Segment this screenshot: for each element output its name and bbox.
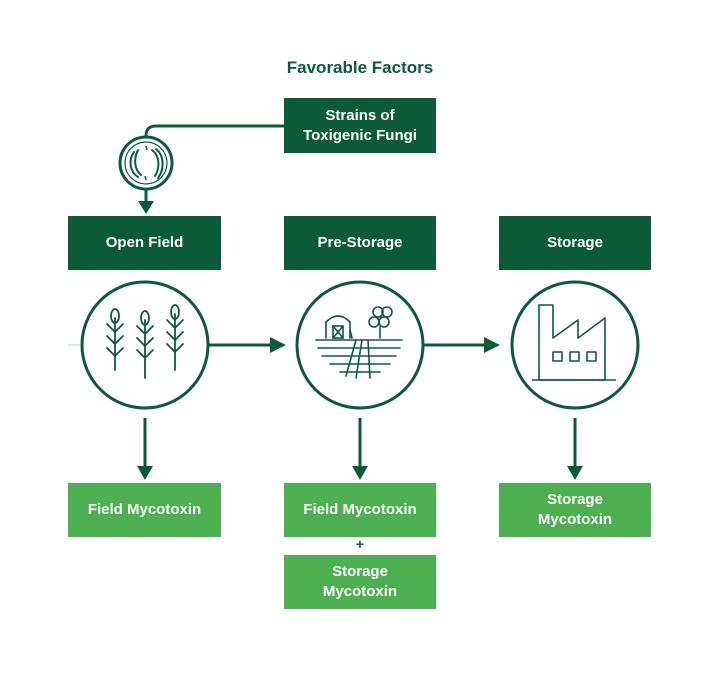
plus-sign: + [355, 536, 365, 552]
source-connector [144, 124, 284, 140]
outcome-open-field: Field Mycotoxin [68, 483, 221, 537]
outcome-pre-storage-field: Field Mycotoxin [284, 483, 436, 537]
source-box: Strains of Toxigenic Fungi [284, 98, 436, 153]
outcome-pre-storage-storage-line1: Storage [332, 563, 388, 580]
stage-open-field: Open Field [68, 216, 221, 270]
wheat-icon [68, 280, 210, 410]
stage-storage: Storage [499, 216, 651, 270]
source-box-line2: Toxigenic Fungi [303, 126, 417, 144]
source-box-line1: Strains of [325, 106, 395, 124]
diagram-title: Favorable Factors [286, 58, 434, 77]
outcome-storage: Storage Mycotoxin [499, 483, 651, 537]
farm-barn-icon [295, 280, 425, 410]
stage-pre-storage: Pre-Storage [284, 216, 436, 270]
fungi-spores-icon [118, 135, 174, 191]
outcome-storage-line2: Mycotoxin [537, 511, 613, 528]
outcome-pre-storage-storage: Storage Mycotoxin [284, 555, 436, 609]
outcome-storage-line1: Storage [547, 491, 603, 508]
outcome-pre-storage-storage-line2: Mycotoxin [322, 583, 398, 600]
factory-icon [510, 280, 640, 410]
